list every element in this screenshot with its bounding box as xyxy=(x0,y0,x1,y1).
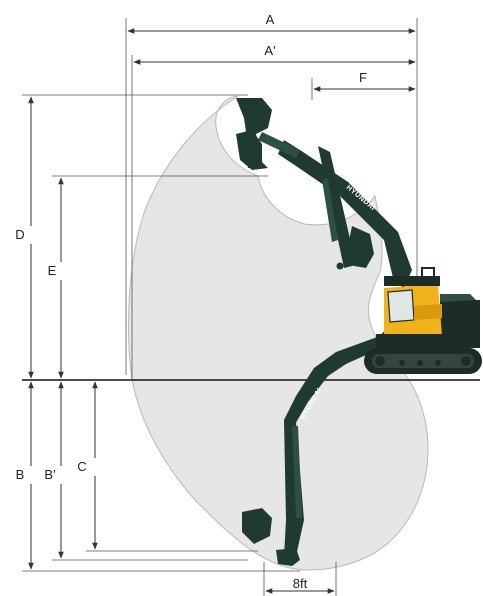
digging-envelope xyxy=(128,95,429,571)
dim-label-f: F xyxy=(359,70,367,85)
cab-handrail xyxy=(421,267,435,279)
dim-label-e: E xyxy=(48,263,57,278)
upper-structure-base xyxy=(376,334,480,348)
dimension-label-backgrounds xyxy=(22,226,104,484)
track-roller-1 xyxy=(375,356,385,366)
dim-label-a: A xyxy=(266,12,275,27)
upper-boom-arm: HYUNDAI xyxy=(258,132,412,288)
dim-label-b-prime: B' xyxy=(44,467,55,482)
track-inner xyxy=(372,354,474,368)
top-bucket-extended xyxy=(236,98,272,134)
dim-label-d: D xyxy=(15,227,24,242)
lower-stick-cylinder xyxy=(292,426,302,518)
track-roller-5 xyxy=(461,356,471,366)
lower-stick xyxy=(284,420,304,556)
extension-lines xyxy=(22,18,418,596)
cab-roof xyxy=(384,276,440,286)
cab-window xyxy=(387,289,415,323)
lower-boom-arm: HYUNDAI xyxy=(284,322,392,556)
lower-bucket-pin xyxy=(290,528,298,536)
track-roller-3 xyxy=(417,360,423,366)
mid-bucket-curled xyxy=(236,130,268,170)
track-roller-4 xyxy=(435,360,441,366)
dim-label-b: B xyxy=(16,467,25,482)
dim-label-8ft: 8ft xyxy=(293,576,308,591)
upper-stick xyxy=(318,146,356,268)
upper-bucket-tip xyxy=(348,226,374,268)
upper-bucket-pin xyxy=(336,262,344,270)
lower-boom xyxy=(284,322,392,426)
engine-hood xyxy=(440,294,476,302)
lower-bucket-side xyxy=(242,508,272,544)
lower-bucket-deep xyxy=(276,548,300,566)
dim-label-a-prime: A' xyxy=(264,43,275,58)
dim-label-c: C xyxy=(77,459,86,474)
counterweight xyxy=(440,300,480,344)
excavator-body xyxy=(364,267,482,374)
upper-boom-cylinder xyxy=(258,132,300,158)
upper-stick-cylinder xyxy=(322,178,338,242)
track-roller-2 xyxy=(399,360,405,366)
cab-body-stripe xyxy=(414,304,442,320)
